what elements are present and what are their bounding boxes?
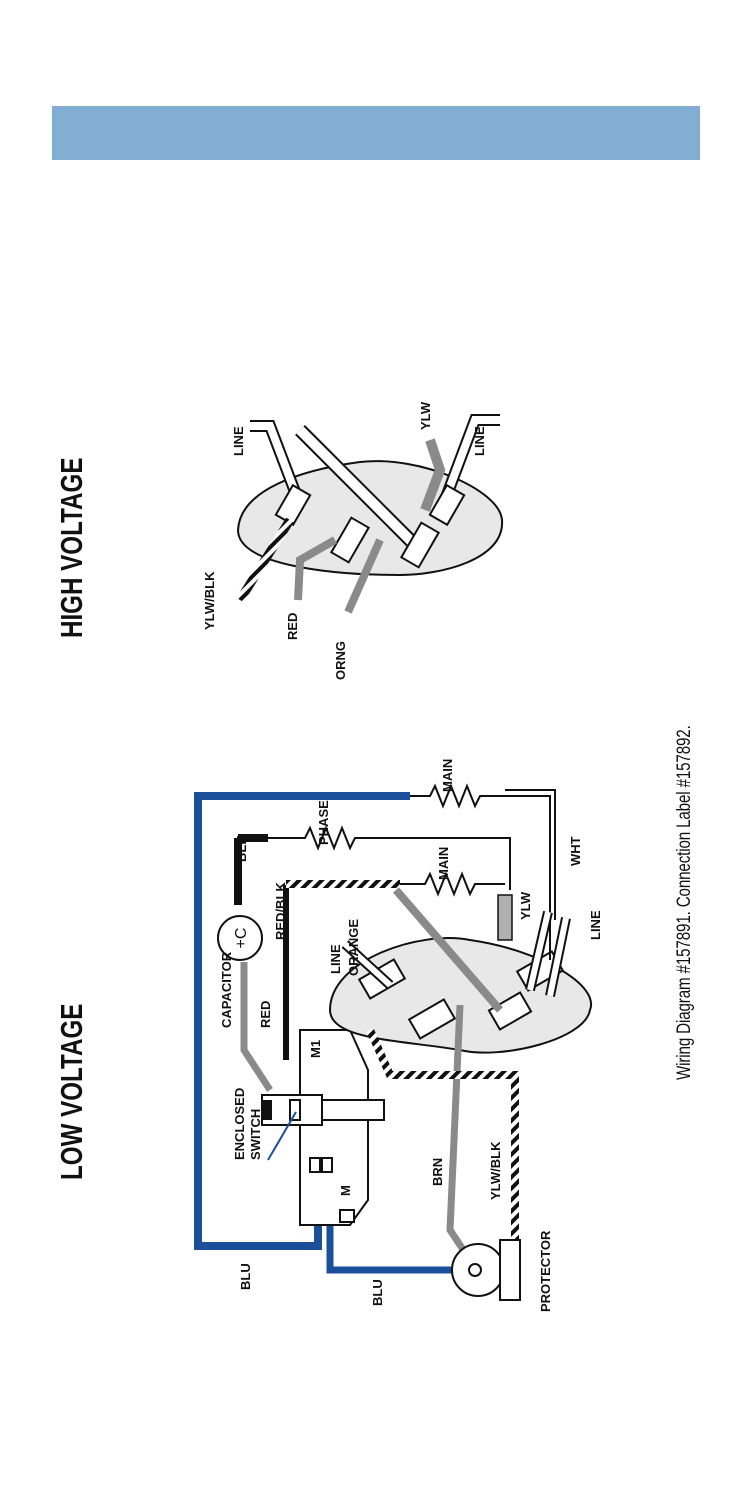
label-brn: BRN <box>430 1158 445 1186</box>
label-protector: PROTECTOR <box>538 1230 553 1312</box>
label-orange: ORANGE <box>346 919 361 976</box>
high-voltage-diagram: YLW/BLK RED ORNG LINE YLW LINE <box>202 401 502 680</box>
label-wht: WHT <box>568 836 583 866</box>
label-blu-inner: BLU <box>370 1279 385 1306</box>
label-ylwblk: YLW/BLK <box>488 1141 503 1200</box>
svg-text:+C: +C <box>233 928 250 949</box>
ylw-wire <box>498 895 512 940</box>
label-enclosed: ENCLOSED <box>232 1088 247 1160</box>
label-red: RED <box>258 1001 273 1028</box>
main-winding-mid <box>400 874 505 894</box>
label-phase: PHASE <box>316 800 331 845</box>
label-line2: LINE <box>588 910 603 940</box>
hv-label-red: RED <box>285 613 300 640</box>
label-switch: SWITCH <box>248 1109 263 1160</box>
label-m: M <box>338 1185 353 1196</box>
label-m1: M1 <box>308 1040 323 1058</box>
hv-label-orng: ORNG <box>333 641 348 680</box>
hv-label-ylwblk: YLW/BLK <box>202 571 217 630</box>
label-line: LINE <box>328 944 343 974</box>
low-voltage-diagram: +C <box>198 759 603 1312</box>
hv-label-line-bottom: LINE <box>472 426 487 456</box>
label-main-top: MAIN <box>440 759 455 792</box>
label-main-mid: MAIN <box>436 847 451 880</box>
hv-label-ylw: YLW <box>418 401 433 430</box>
label-ylw: YLW <box>518 891 533 920</box>
hv-label-line-top: LINE <box>231 426 246 456</box>
label-capacitor: CAPACITOR <box>219 951 234 1028</box>
label-redblk: RED/BLK <box>273 882 288 940</box>
label-blk: BLK <box>234 835 249 862</box>
label-blu-outer: BLU <box>238 1263 253 1290</box>
motor-body <box>300 1030 368 1225</box>
